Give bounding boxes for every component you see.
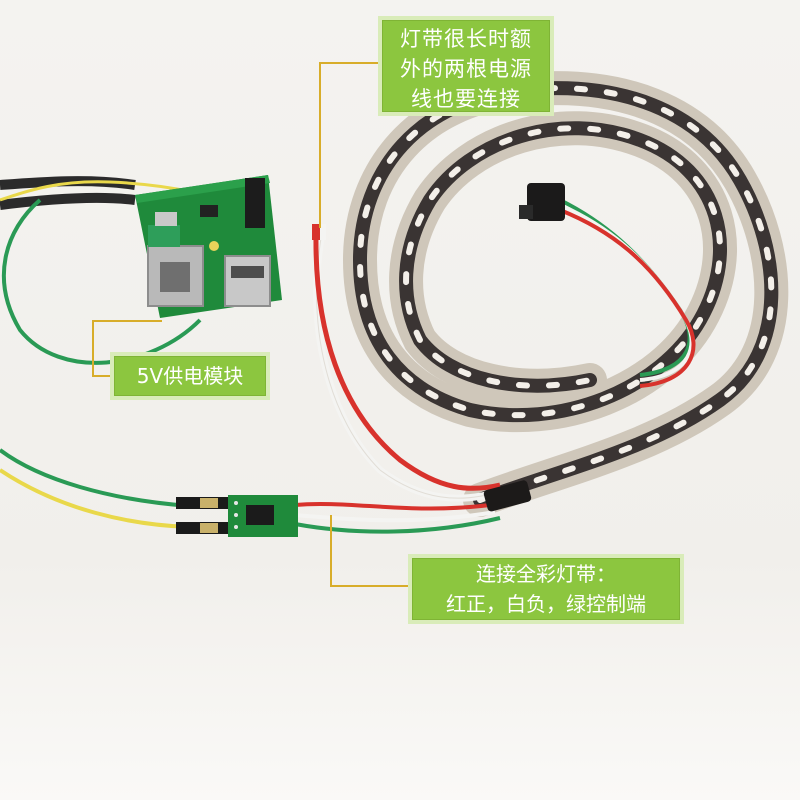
callout-long-strip-note: 灯带很长时额 外的两根电源 线也要连接 xyxy=(378,16,554,116)
strip-connector xyxy=(519,183,696,388)
power-wire-ends xyxy=(312,224,326,240)
callout-line: 线也要连接 xyxy=(411,87,521,111)
leader-line-strip-horizontal xyxy=(330,585,410,587)
leader-line-top-vertical xyxy=(319,62,321,228)
callout-strip-connection: 连接全彩灯带： 红正，白负，绿控制端 xyxy=(408,554,684,624)
callout-line: 连接全彩灯带： xyxy=(476,562,616,586)
leader-line-module-horizontal xyxy=(92,375,112,377)
callout-line: 外的两根电源 xyxy=(400,57,532,81)
callout-line: 5V供电模块 xyxy=(136,364,244,388)
led-strip xyxy=(342,71,789,517)
leader-line-module-vertical xyxy=(92,320,94,376)
callout-line: 红正，白负，绿控制端 xyxy=(446,592,646,616)
power-module-pcb xyxy=(0,175,282,318)
leader-line-top xyxy=(319,62,379,64)
strip-lead-wires xyxy=(294,231,532,534)
callout-power-module: 5V供电模块 xyxy=(110,352,270,400)
leader-line-module-top xyxy=(92,320,162,322)
callout-line: 灯带很长时额 xyxy=(400,27,532,51)
leader-line-strip-vertical xyxy=(330,515,332,586)
controller-board xyxy=(176,495,298,537)
